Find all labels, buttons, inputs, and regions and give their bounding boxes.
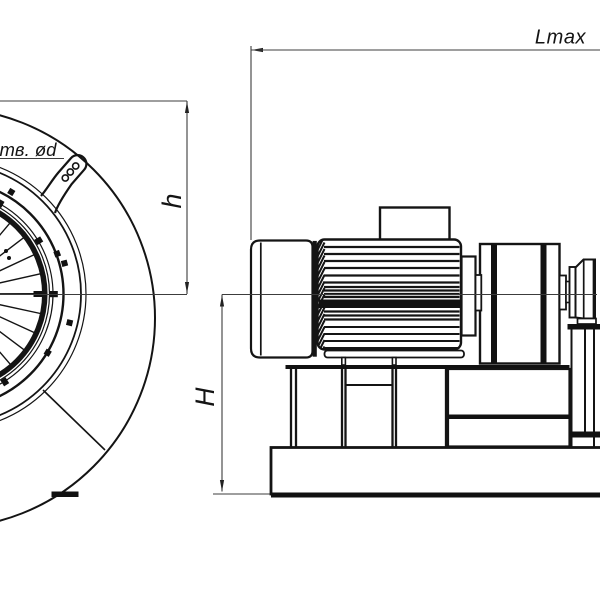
svg-text:тв. ød: тв. ød	[0, 139, 57, 160]
svg-text:Lmax: Lmax	[535, 27, 587, 49]
svg-text:H: H	[190, 387, 220, 407]
svg-text:h: h	[157, 193, 187, 208]
